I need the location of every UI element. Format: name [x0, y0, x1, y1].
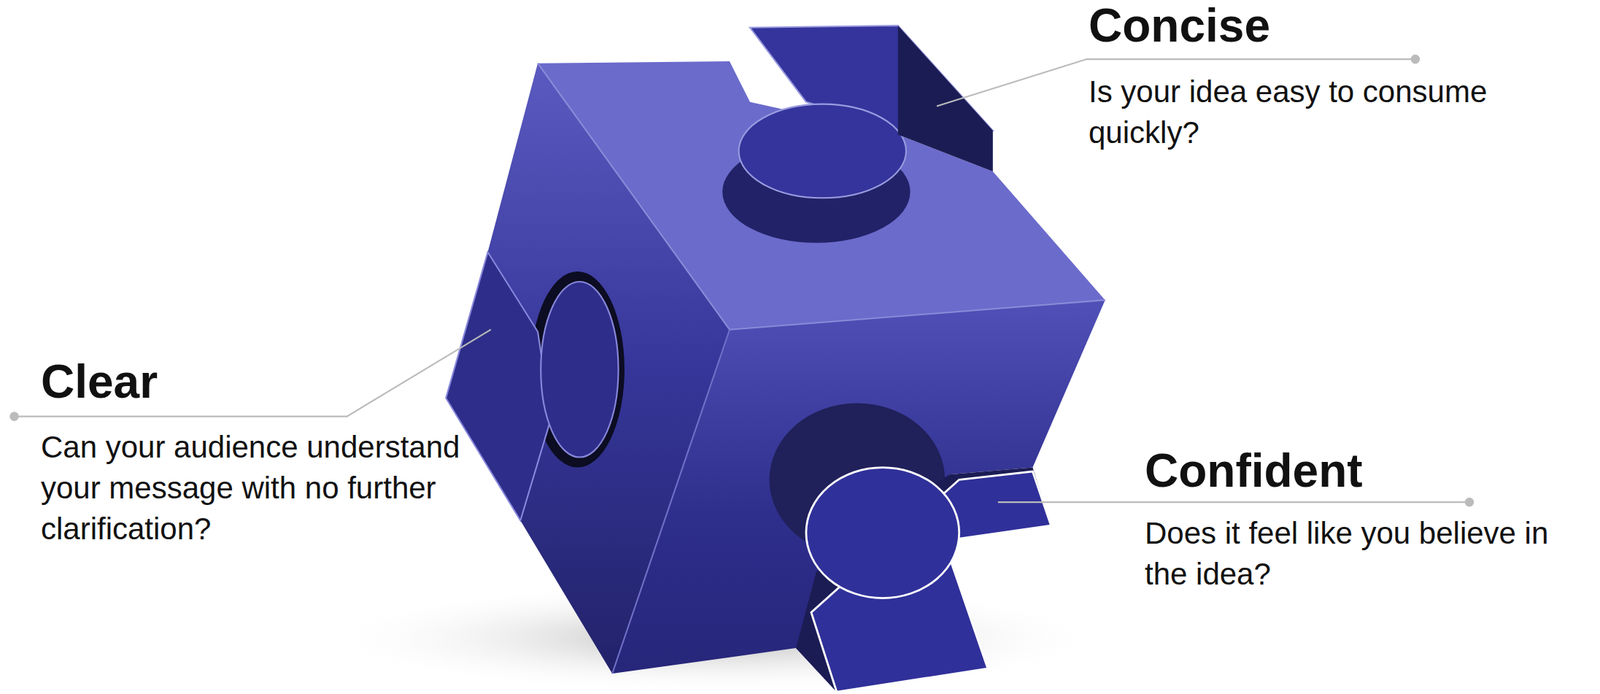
label-slot: Can your audience understand your messag…	[40, 426, 472, 550]
puzzle-tab-knob	[806, 467, 960, 599]
cube-front-face	[612, 299, 1106, 692]
label-slot: Is your idea easy to consume quickly?	[1088, 71, 1556, 154]
callout-question: Does it feel like you believe in the ide…	[1144, 512, 1583, 595]
label-slot: Concise	[1088, 0, 1271, 52]
label-slot: Clear	[40, 356, 158, 408]
label-slot: Does it feel like you believe in the ide…	[1144, 512, 1583, 595]
callout-heading: Clear	[40, 356, 158, 408]
callout-question: Can your audience understand your messag…	[40, 426, 472, 550]
callout-heading: Confident	[1144, 445, 1363, 497]
puzzle-tab-knob	[540, 281, 618, 458]
callout-question: Is your idea easy to consume quickly?	[1088, 71, 1556, 154]
callout-heading: Concise	[1088, 0, 1271, 52]
label-slot: Confident	[1144, 445, 1363, 497]
puzzle-tab-knob	[739, 104, 907, 199]
puzzle-tab	[445, 251, 551, 521]
